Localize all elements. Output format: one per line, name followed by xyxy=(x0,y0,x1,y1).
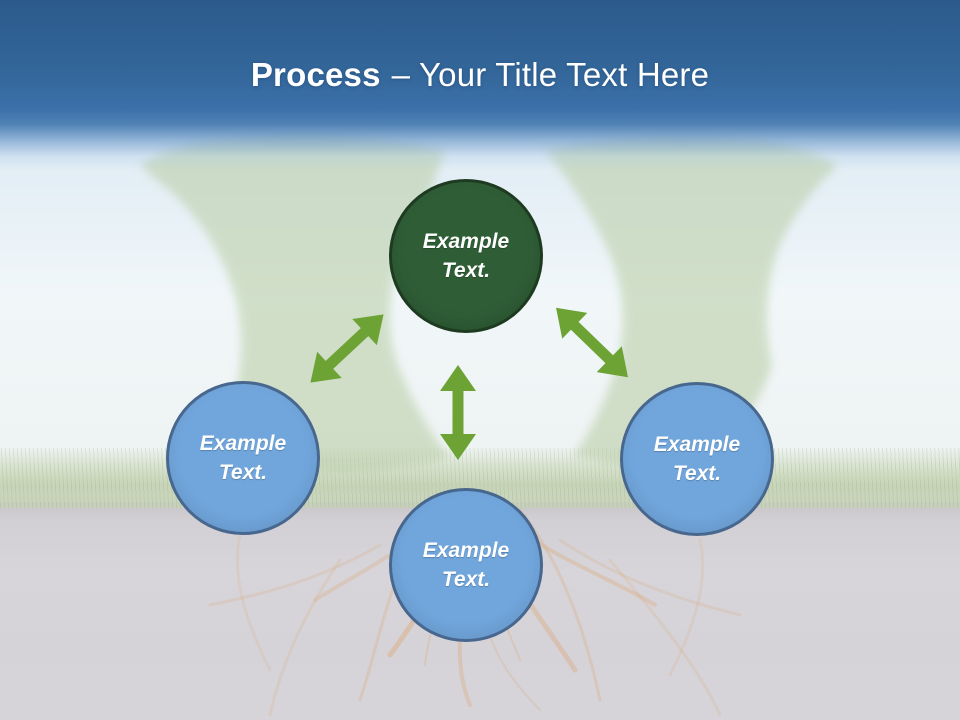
process-node-label-line: Example xyxy=(199,432,287,455)
process-node-top: Example Text. xyxy=(389,179,543,333)
slide-title-rest: – Your Title Text Here xyxy=(391,56,710,93)
slide-title-emphasis: Process xyxy=(250,56,381,93)
process-node-bottom: Example Text. xyxy=(389,488,543,642)
process-node-label-line: Example xyxy=(422,230,510,253)
process-node-right: Example Text. xyxy=(620,382,774,536)
title-bar: Process – Your Title Text Here xyxy=(0,0,960,170)
process-node-label-line: Text. xyxy=(441,259,491,282)
process-node-label-line: Text. xyxy=(441,568,491,591)
process-node-label-line: Text. xyxy=(672,462,722,485)
process-node-label-line: Text. xyxy=(218,461,268,484)
process-node-left: Example Text. xyxy=(166,381,320,535)
process-node-label-line: Example xyxy=(653,433,741,456)
slide-title: Process – Your Title Text Here xyxy=(0,22,960,128)
process-node-label-line: Example xyxy=(422,539,510,562)
